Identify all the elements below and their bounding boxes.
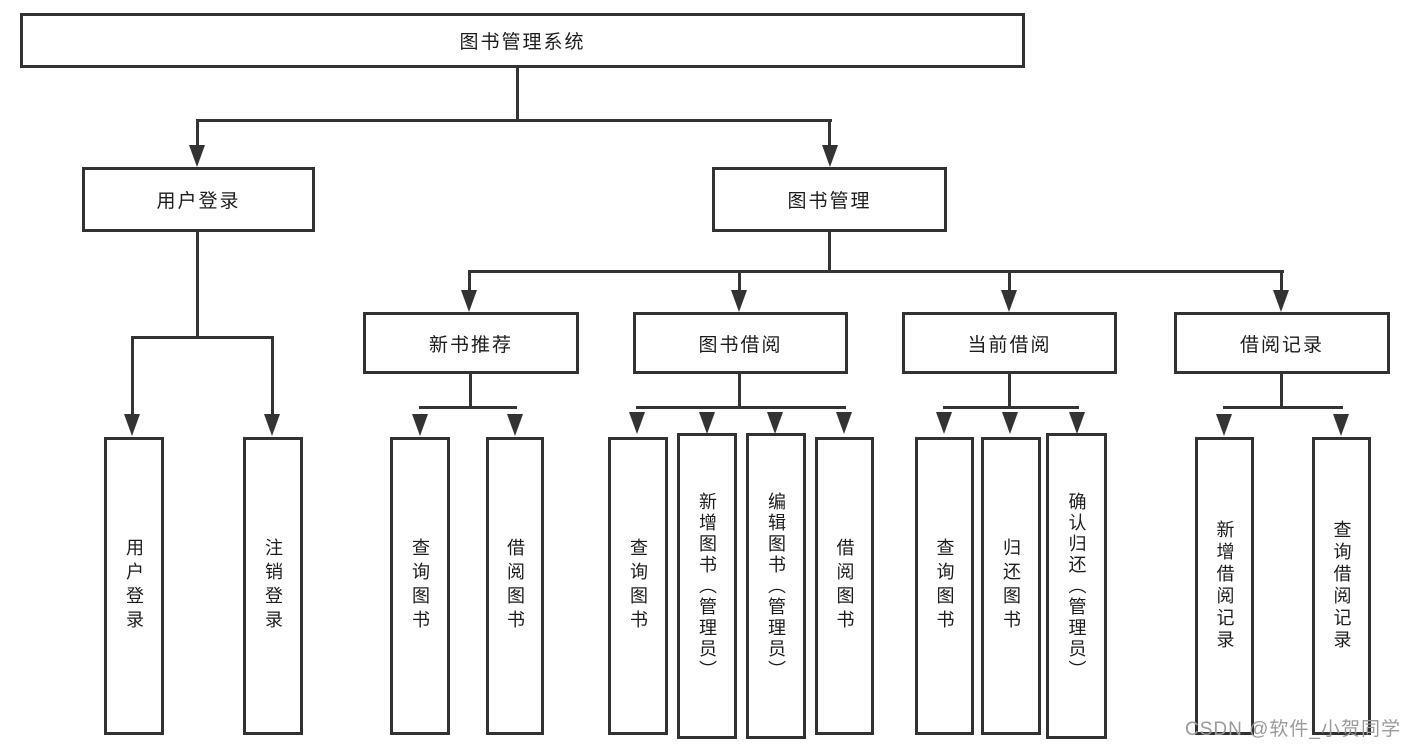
leaf-label: 新增图书（管理员） (697, 491, 717, 681)
connector-section-stem (1008, 374, 1011, 408)
node-book-mgmt: 图书管理 (712, 167, 947, 232)
leaf-label: 确认归还（管理员） (1066, 491, 1087, 681)
arrow-down-icon (189, 145, 205, 167)
leaf-label: 查询借阅记录 (1331, 520, 1352, 652)
arrow-down-icon (699, 412, 715, 434)
connector-drop-section (1008, 270, 1011, 292)
connector-user-stem (196, 232, 199, 338)
node-user-login-label: 用户登录 (156, 191, 241, 212)
arrow-down-icon (461, 290, 477, 312)
connector-bookmgmt-stem (828, 232, 831, 273)
section-label: 图书借阅 (698, 334, 783, 356)
arrow-down-icon (264, 414, 280, 436)
leaf-label: 注销登录 (263, 538, 283, 634)
connector-section-rail (419, 406, 517, 409)
arrow-down-icon (1001, 290, 1017, 312)
node-book-mgmt-label: 图书管理 (787, 191, 872, 212)
leaf-label: 新增借阅记录 (1214, 520, 1235, 652)
connector-section-stem (1280, 374, 1283, 408)
leaf-label: 查询图书 (410, 538, 430, 634)
leaf-add-borrow-record: 新增借阅记录 (1195, 437, 1254, 735)
connector-drop-leaf (131, 336, 134, 416)
connector-section-rail (636, 406, 846, 409)
leaf-label: 借阅图书 (834, 538, 855, 634)
leaf-query-books-2: 查询图书 (608, 437, 668, 735)
arrow-down-icon (507, 414, 523, 436)
arrow-down-icon (936, 412, 952, 434)
node-user-login: 用户登录 (82, 167, 315, 232)
leaf-label: 查询图书 (628, 538, 648, 634)
arrow-down-icon (836, 412, 852, 434)
leaf-label: 编辑图书（管理员） (766, 491, 786, 681)
leaf-confirm-return-admin: 确认归还（管理员） (1046, 433, 1107, 739)
connector-drop-user (196, 119, 199, 147)
arrow-down-icon (1333, 414, 1349, 436)
arrow-down-icon (629, 412, 645, 434)
connector-root-stem (516, 68, 519, 121)
leaf-edit-book-admin: 编辑图书（管理员） (746, 433, 806, 739)
leaf-user-login: 用户登录 (104, 437, 164, 735)
arrow-down-icon (1069, 412, 1085, 434)
arrow-down-icon (1002, 412, 1018, 434)
arrow-down-icon (1273, 290, 1289, 312)
connector-drop-section (738, 270, 741, 292)
arrow-down-icon (767, 412, 783, 434)
section-label: 借阅记录 (1239, 334, 1324, 356)
node-current-borrow: 当前借阅 (902, 312, 1117, 374)
connector-bookmgmt-rail (468, 270, 1284, 273)
leaf-logout: 注销登录 (243, 437, 303, 735)
leaf-query-books-3: 查询图书 (915, 437, 974, 735)
leaf-add-book-admin: 新增图书（管理员） (677, 433, 737, 739)
leaf-label: 归还图书 (1001, 538, 1021, 634)
connector-section-stem (738, 374, 741, 408)
leaf-query-borrow-record: 查询借阅记录 (1312, 437, 1371, 735)
arrow-down-icon (1216, 414, 1232, 436)
connector-section-rail (943, 406, 1079, 409)
arrow-down-icon (412, 414, 428, 436)
arrow-down-icon (822, 145, 838, 167)
node-borrow-records: 借阅记录 (1174, 312, 1390, 374)
connector-drop-section (468, 270, 471, 292)
connector-drop-bookmgmt (828, 119, 831, 147)
arrow-down-icon (124, 414, 140, 436)
arrow-down-icon (731, 290, 747, 312)
leaf-label: 借阅图书 (505, 538, 525, 634)
leaf-label: 查询图书 (934, 538, 955, 634)
leaf-borrow-books-1: 借阅图书 (486, 437, 544, 735)
leaf-label: 用户登录 (124, 538, 144, 634)
connector-drop-section (1280, 270, 1283, 292)
connector-drop-leaf (271, 336, 274, 416)
leaf-return-book: 归还图书 (981, 437, 1041, 735)
node-new-book-recommend: 新书推荐 (363, 312, 579, 374)
node-root: 图书管理系统 (20, 13, 1025, 68)
node-book-borrow: 图书借阅 (633, 312, 848, 374)
node-root-label: 图书管理系统 (459, 32, 586, 53)
connector-root-rail (196, 119, 832, 122)
section-label: 当前借阅 (967, 334, 1052, 356)
section-label: 新书推荐 (428, 334, 513, 356)
leaf-borrow-books-2: 借阅图书 (815, 437, 874, 735)
csdn-watermark: CSDN @软件_小贺同学 (1185, 719, 1401, 740)
connector-user-rail (131, 336, 274, 339)
connector-section-stem (469, 374, 472, 408)
connector-section-rail (1223, 406, 1343, 409)
leaf-query-books-1: 查询图书 (390, 437, 450, 735)
